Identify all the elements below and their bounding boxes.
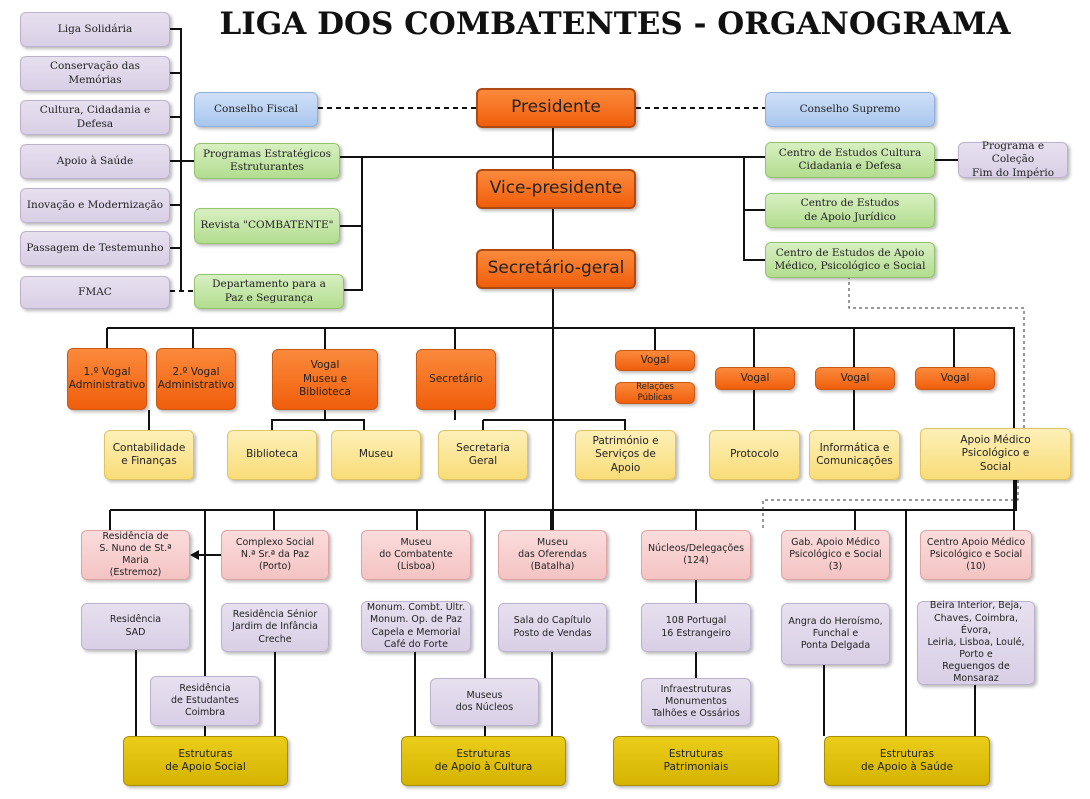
residencia-nuno-box: Residência de S. Nuno de St.ª Maria (Est… <box>81 530 190 580</box>
museu-box: Museu <box>331 430 421 480</box>
estruturas-apoio-cultura-box: Estruturas de Apoio à Cultura <box>401 736 566 786</box>
cultura-cidadania-box: Cultura, Cidadania e Defesa <box>20 100 170 135</box>
monumentos-box: Monum. Combt. Ultr. Monum. Op. de Paz Ca… <box>361 601 471 652</box>
vogal-protocolo-box: Vogal <box>715 367 795 390</box>
residencia-sad-box: Residência SAD <box>81 603 190 650</box>
estruturas-apoio-saude-box: Estruturas de Apoio à Saúde <box>824 736 990 786</box>
informatica-box: Informática e Comunicações <box>809 430 900 480</box>
liga-solidaria-box: Liga Solidária <box>20 12 170 47</box>
vogal-informatica-box: Vogal <box>815 367 895 390</box>
nucleos-delegacoes-box: Núcleos/Delegações (124) <box>641 530 751 580</box>
vogal-1-box: 1.º Vogal Administrativo <box>67 348 147 410</box>
centro-apoio-medico-box: Centro Apoio Médico Psicológico e Social… <box>920 530 1032 580</box>
museu-combatente-box: Museu do Combatente (Lisboa) <box>361 530 471 580</box>
secretaria-geral-box: Secretaria Geral <box>438 430 528 480</box>
conselho-supremo-box: Conselho Supremo <box>765 92 935 127</box>
secretario-box: Secretário <box>416 349 496 410</box>
fmac-box: FMAC <box>20 276 170 309</box>
programa-colecao-box: Programa e Coleção Fim do Império <box>958 140 1068 179</box>
conselho-fiscal-box: Conselho Fiscal <box>194 92 318 127</box>
apoio-medico-box: Apoio Médico Psicológico e Social <box>920 428 1071 480</box>
vice-presidente-box: Vice-presidente <box>476 169 636 209</box>
sala-capitulo-box: Sala do Capítulo Posto de Vendas <box>498 603 607 652</box>
angra-funchal-box: Angra do Heroísmo, Funchal e Ponta Delga… <box>781 603 890 665</box>
inovacao-box: Inovação e Modernização <box>20 188 170 223</box>
complexo-social-box: Complexo Social N.ª Sr.ª da Paz (Porto) <box>221 530 329 580</box>
biblioteca-box: Biblioteca <box>227 430 317 480</box>
apoio-saude-box: Apoio à Saúde <box>20 144 170 179</box>
presidente-box: Presidente <box>476 88 636 128</box>
residencia-estudantes-box: Residência de Estudantes Coimbra <box>150 676 260 726</box>
passagem-testemunho-box: Passagem de Testemunho <box>20 231 170 266</box>
centro-estudos-juridico-box: Centro de Estudos de Apoio Jurídico <box>765 193 935 228</box>
infraestruturas-box: Infraestruturas Monumentos Talhões e Oss… <box>641 678 751 726</box>
gab-apoio-medico-box: Gab. Apoio Médico Psicológico e Social (… <box>781 530 890 580</box>
vogal-museu-biblioteca-box: Vogal Museu e Biblioteca <box>272 349 378 410</box>
estruturas-patrimoniais-box: Estruturas Patrimoniais <box>613 736 779 786</box>
conservacao-memorias-box: Conservação das Memórias <box>20 56 170 91</box>
vogal-apoio-medico-box: Vogal <box>915 367 995 390</box>
protocolo-box: Protocolo <box>709 430 800 480</box>
patrimonio-box: Património e Serviços de Apoio <box>575 430 676 480</box>
centro-estudos-medico-box: Centro de Estudos de Apoio Médico, Psico… <box>765 242 935 278</box>
museu-oferendas-box: Museu das Oferendas (Batalha) <box>498 530 607 580</box>
secretario-geral-box: Secretário-geral <box>476 249 636 289</box>
residencia-senior-box: Residência Sénior Jardim de Infância Cre… <box>221 603 329 652</box>
relacoes-publicas-box: Relações Públicas <box>615 382 695 404</box>
portugal-estrangeiro-box: 108 Portugal 16 Estrangeiro <box>641 603 751 652</box>
page-title: LIGA DOS COMBATENTES - ORGANOGRAMA <box>219 6 1011 42</box>
vogal-rp-box: Vogal <box>615 350 695 371</box>
revista-combatente-box: Revista "COMBATENTE" <box>194 208 340 244</box>
departamento-paz-box: Departamento para a Paz e Segurança <box>194 274 344 309</box>
vogal-2-box: 2.º Vogal Administrativo <box>156 348 236 410</box>
museus-nucleos-box: Museus dos Núcleos <box>430 678 539 726</box>
contabilidade-box: Contabilidade e Finanças <box>104 430 194 480</box>
estruturas-apoio-social-box: Estruturas de Apoio Social <box>123 736 288 786</box>
programas-estrategicos-box: Programas Estratégicos Estruturantes <box>194 143 340 179</box>
beira-interior-box: Beira Interior, Beja, Chaves, Coimbra, É… <box>917 600 1035 685</box>
centro-estudos-cultura-box: Centro de Estudos Cultura Cidadania e De… <box>765 142 935 178</box>
